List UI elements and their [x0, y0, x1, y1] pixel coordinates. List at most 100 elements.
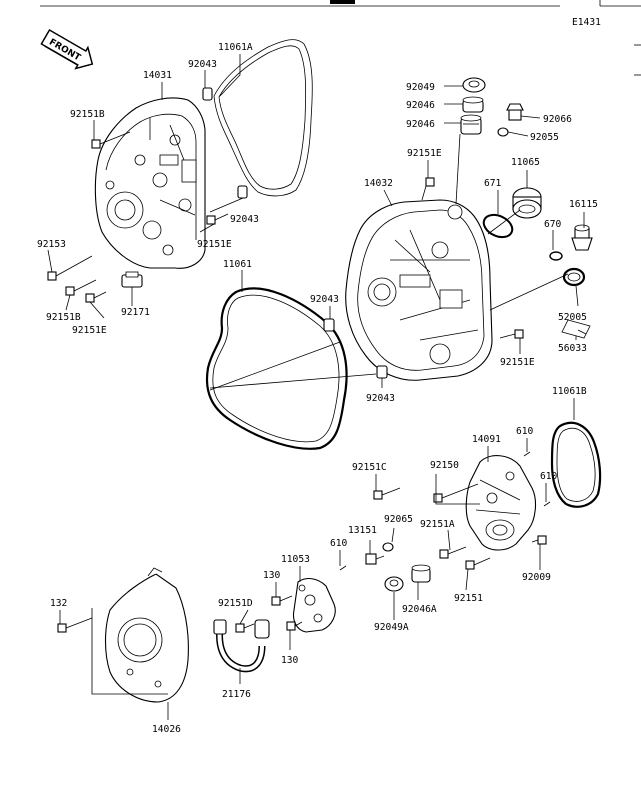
- gasket-11061b: [550, 421, 602, 508]
- dowel-92043-b: [237, 185, 248, 199]
- callout-92151C: 92151C: [352, 462, 387, 473]
- callout-610-b: 610: [540, 471, 558, 482]
- oring-92055: [497, 127, 509, 137]
- callout-92046-a: 92046: [406, 100, 435, 111]
- pin-610-b: [543, 501, 551, 507]
- bolt-92151a: [439, 546, 467, 559]
- callout-92043-c: 92043: [310, 294, 339, 305]
- plug-16115: [571, 224, 593, 251]
- leader-lines: [47, 54, 587, 720]
- pin-610-a: [523, 451, 531, 457]
- label-56033: [561, 319, 591, 339]
- header-rule: [40, 0, 641, 76]
- callout-130-a: 130: [263, 570, 281, 581]
- callout-92065: 92065: [384, 514, 413, 525]
- callout-92153: 92153: [37, 239, 66, 250]
- front-arrow-badge: FRONT: [40, 29, 94, 70]
- dowel-92043-a: [202, 87, 213, 101]
- bolt-92151d: [235, 623, 255, 633]
- cover-14032: [345, 199, 493, 381]
- callout-21176: 21176: [222, 689, 251, 700]
- bolt-92009: [531, 535, 547, 545]
- pump-body-14091: [465, 455, 537, 551]
- bolt-92151e-a: [206, 213, 229, 225]
- callout-670: 670: [544, 219, 562, 230]
- callout-13151: 13151: [348, 525, 377, 536]
- callout-11061: 11061: [223, 259, 252, 270]
- pin-610-c: [339, 565, 347, 571]
- bearing-92046-a: [462, 96, 484, 113]
- oring-671: [482, 213, 514, 239]
- seal-92049: [462, 77, 486, 93]
- bolt-92151e-c: [421, 177, 435, 201]
- callout-92171: 92171: [121, 307, 150, 318]
- callout-610-c: 610: [330, 538, 348, 549]
- oring-670: [549, 251, 563, 261]
- callout-610-a: 610: [516, 426, 534, 437]
- callout-92151E-d: 92151E: [500, 357, 535, 368]
- bolt-92151: [465, 557, 491, 570]
- plug-92066: [506, 103, 524, 121]
- callout-92043-d: 92043: [366, 393, 395, 404]
- callout-130-b: 130: [281, 655, 299, 666]
- callout-92150: 92150: [430, 460, 459, 471]
- dowel-92043-d: [376, 365, 388, 379]
- bolt-92150: [433, 483, 479, 503]
- callout-92043-b: 92043: [230, 214, 259, 225]
- washer-92065: [382, 542, 394, 552]
- bolt-130-a: [271, 595, 293, 606]
- diagram-code: E1431: [572, 17, 601, 28]
- housing-11053: [292, 577, 336, 633]
- callout-14026: 14026: [152, 724, 181, 735]
- bolt-92151b-a: [91, 131, 131, 149]
- sprocket-cover-14026: [104, 567, 189, 703]
- grommet-92171: [121, 271, 143, 288]
- gasket-11061: [205, 287, 348, 450]
- cap-11065: [512, 187, 542, 219]
- seal-52005: [562, 267, 586, 287]
- callout-92151: 92151: [454, 593, 483, 604]
- callout-11053: 11053: [281, 554, 310, 565]
- callout-671: 671: [484, 178, 502, 189]
- seal-92049a: [384, 576, 404, 592]
- callout-92151E-a: 92151E: [197, 239, 232, 250]
- callout-labels: 11061A 14031 92043 92151B 92043 92151E 9…: [37, 42, 598, 735]
- callout-92046-b: 92046: [406, 119, 435, 130]
- bolt-132: [57, 617, 93, 633]
- bearing-92046-b: [460, 114, 482, 135]
- bearing-92046a: [411, 564, 431, 583]
- bolt-92151b-b: [65, 279, 97, 296]
- callout-92009: 92009: [522, 572, 551, 583]
- callout-16115: 16115: [569, 199, 598, 210]
- bolt-92151e-b: [85, 291, 107, 303]
- callout-14031: 14031: [143, 70, 172, 81]
- callout-92049A: 92049A: [374, 622, 409, 633]
- dowel-92043-c: [323, 318, 335, 332]
- bolt-92151e-d: [499, 329, 524, 339]
- callout-56033: 56033: [558, 343, 587, 354]
- callout-92151E-b: 92151E: [72, 325, 107, 336]
- callout-92151B-b: 92151B: [46, 312, 81, 323]
- callout-11065: 11065: [511, 157, 540, 168]
- callout-92043-a: 92043: [188, 59, 217, 70]
- callout-11061B: 11061B: [552, 386, 587, 397]
- callout-132: 132: [50, 598, 67, 609]
- callout-92066: 92066: [543, 114, 572, 125]
- callout-92151B-a: 92151B: [70, 109, 105, 120]
- bolt-130-b: [286, 621, 303, 631]
- switch-13151: [365, 553, 385, 565]
- callout-11061A: 11061A: [218, 42, 253, 53]
- bolt-92153: [47, 255, 93, 281]
- callout-92055: 92055: [530, 132, 559, 143]
- callout-92151E-c: 92151E: [407, 148, 442, 159]
- bolt-92151c: [373, 487, 401, 500]
- callout-92049-a: 92049: [406, 82, 435, 93]
- callout-92151D: 92151D: [218, 598, 253, 609]
- callout-14091: 14091: [472, 434, 501, 445]
- callout-52005: 52005: [558, 312, 587, 323]
- callout-92046A: 92046A: [402, 604, 437, 615]
- callout-14032: 14032: [364, 178, 393, 189]
- cover-14031: [94, 97, 206, 269]
- callout-92151A: 92151A: [420, 519, 455, 530]
